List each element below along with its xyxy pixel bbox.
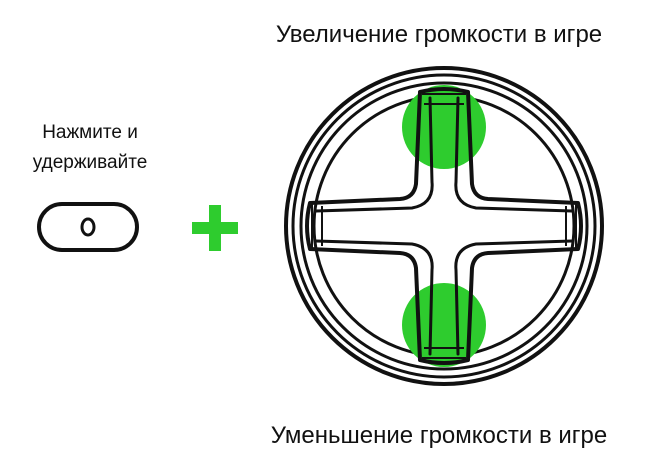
volume-down-label: Уменьшение громкости в игре xyxy=(229,421,649,451)
dpad-up-highlight xyxy=(402,85,486,169)
plus-icon xyxy=(190,203,240,253)
hold-instruction-line2: удерживайте xyxy=(0,148,180,178)
dpad-down-highlight xyxy=(402,283,486,367)
volume-up-label: Увеличение громкости в игре xyxy=(229,20,649,50)
hold-instruction: Нажмите и удерживайте xyxy=(0,118,180,178)
dpad-icon xyxy=(282,64,606,388)
hold-button-icon xyxy=(36,201,140,253)
hold-instruction-line1: Нажмите и xyxy=(0,118,180,148)
